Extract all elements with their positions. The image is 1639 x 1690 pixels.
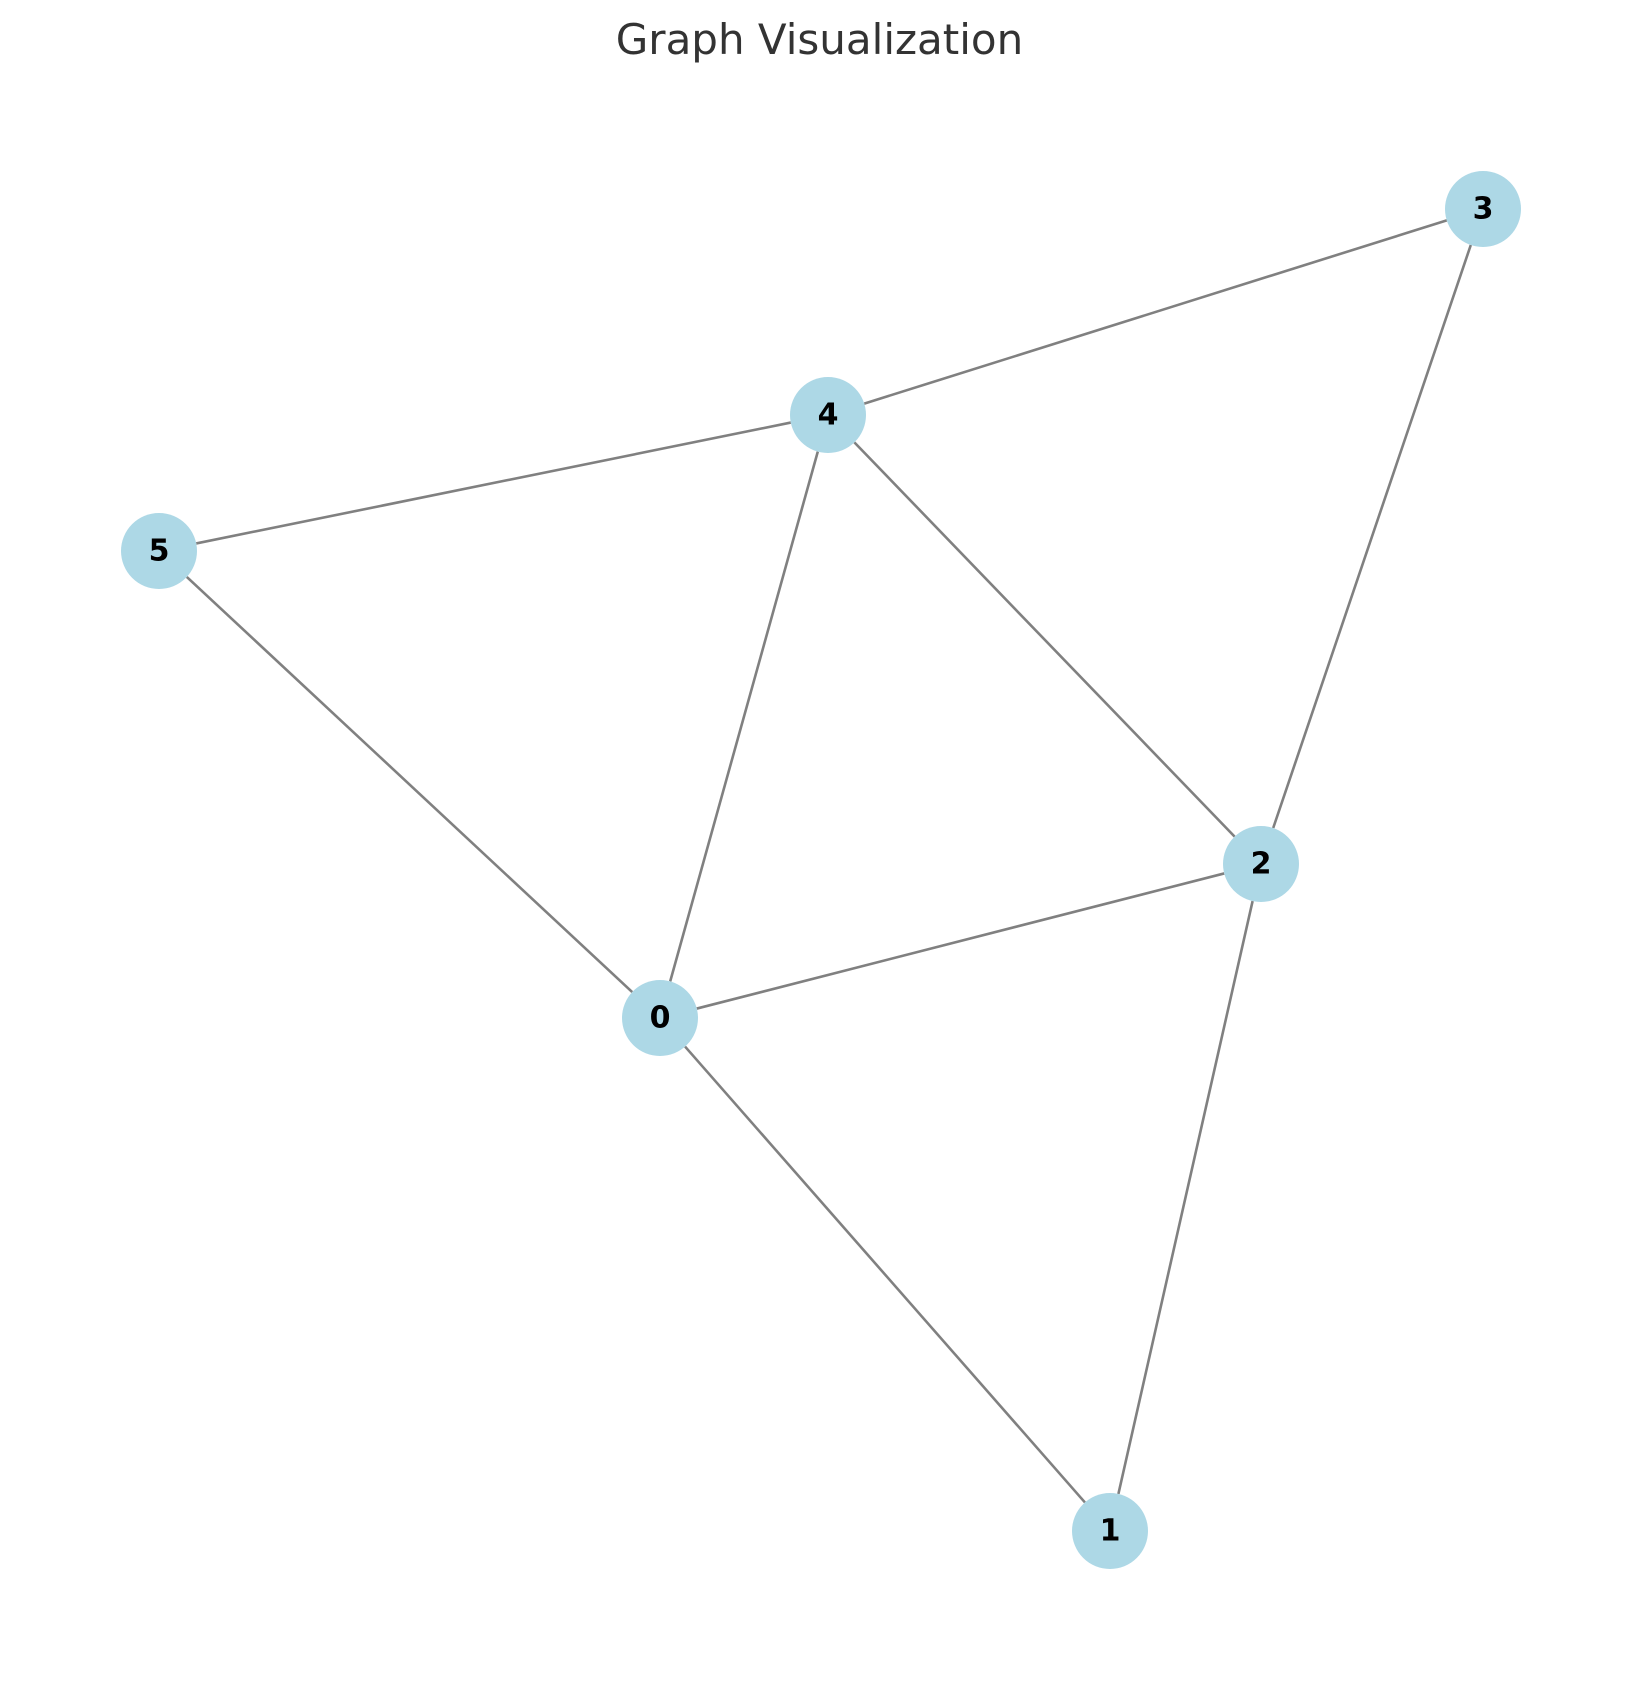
node-label-2: 2: [1251, 847, 1272, 882]
node-circle-5: [121, 513, 197, 589]
node-label-1: 1: [1100, 1514, 1121, 1549]
node-circle-3: [1445, 171, 1521, 247]
edges-layer: [185, 219, 1473, 1504]
edge-2-4: [853, 441, 1236, 838]
node-1: 1: [1072, 1493, 1148, 1569]
diagram-title: Graph Visualization: [615, 15, 1024, 64]
edge-3-4: [863, 219, 1448, 405]
edge-4-5: [195, 421, 792, 545]
edge-0-4: [668, 451, 820, 982]
node-circle-4: [790, 377, 866, 453]
node-3: 3: [1445, 171, 1521, 247]
node-label-3: 3: [1473, 192, 1494, 227]
node-5: 5: [121, 513, 197, 589]
node-circle-1: [1072, 1493, 1148, 1569]
node-circle-0: [622, 980, 698, 1056]
edge-0-2: [696, 872, 1225, 1010]
edge-0-5: [185, 575, 634, 994]
node-2: 2: [1223, 826, 1299, 902]
node-4: 4: [790, 377, 866, 453]
edge-0-1: [684, 1045, 1086, 1504]
edge-1-2: [1117, 900, 1254, 1495]
nodes-layer: 0 1 2 3 4 5: [121, 171, 1521, 1569]
node-0: 0: [622, 980, 698, 1056]
node-label-0: 0: [650, 1001, 671, 1036]
node-label-4: 4: [818, 398, 839, 433]
node-circle-2: [1223, 826, 1299, 902]
edge-2-3: [1271, 244, 1473, 829]
node-label-5: 5: [149, 534, 170, 569]
